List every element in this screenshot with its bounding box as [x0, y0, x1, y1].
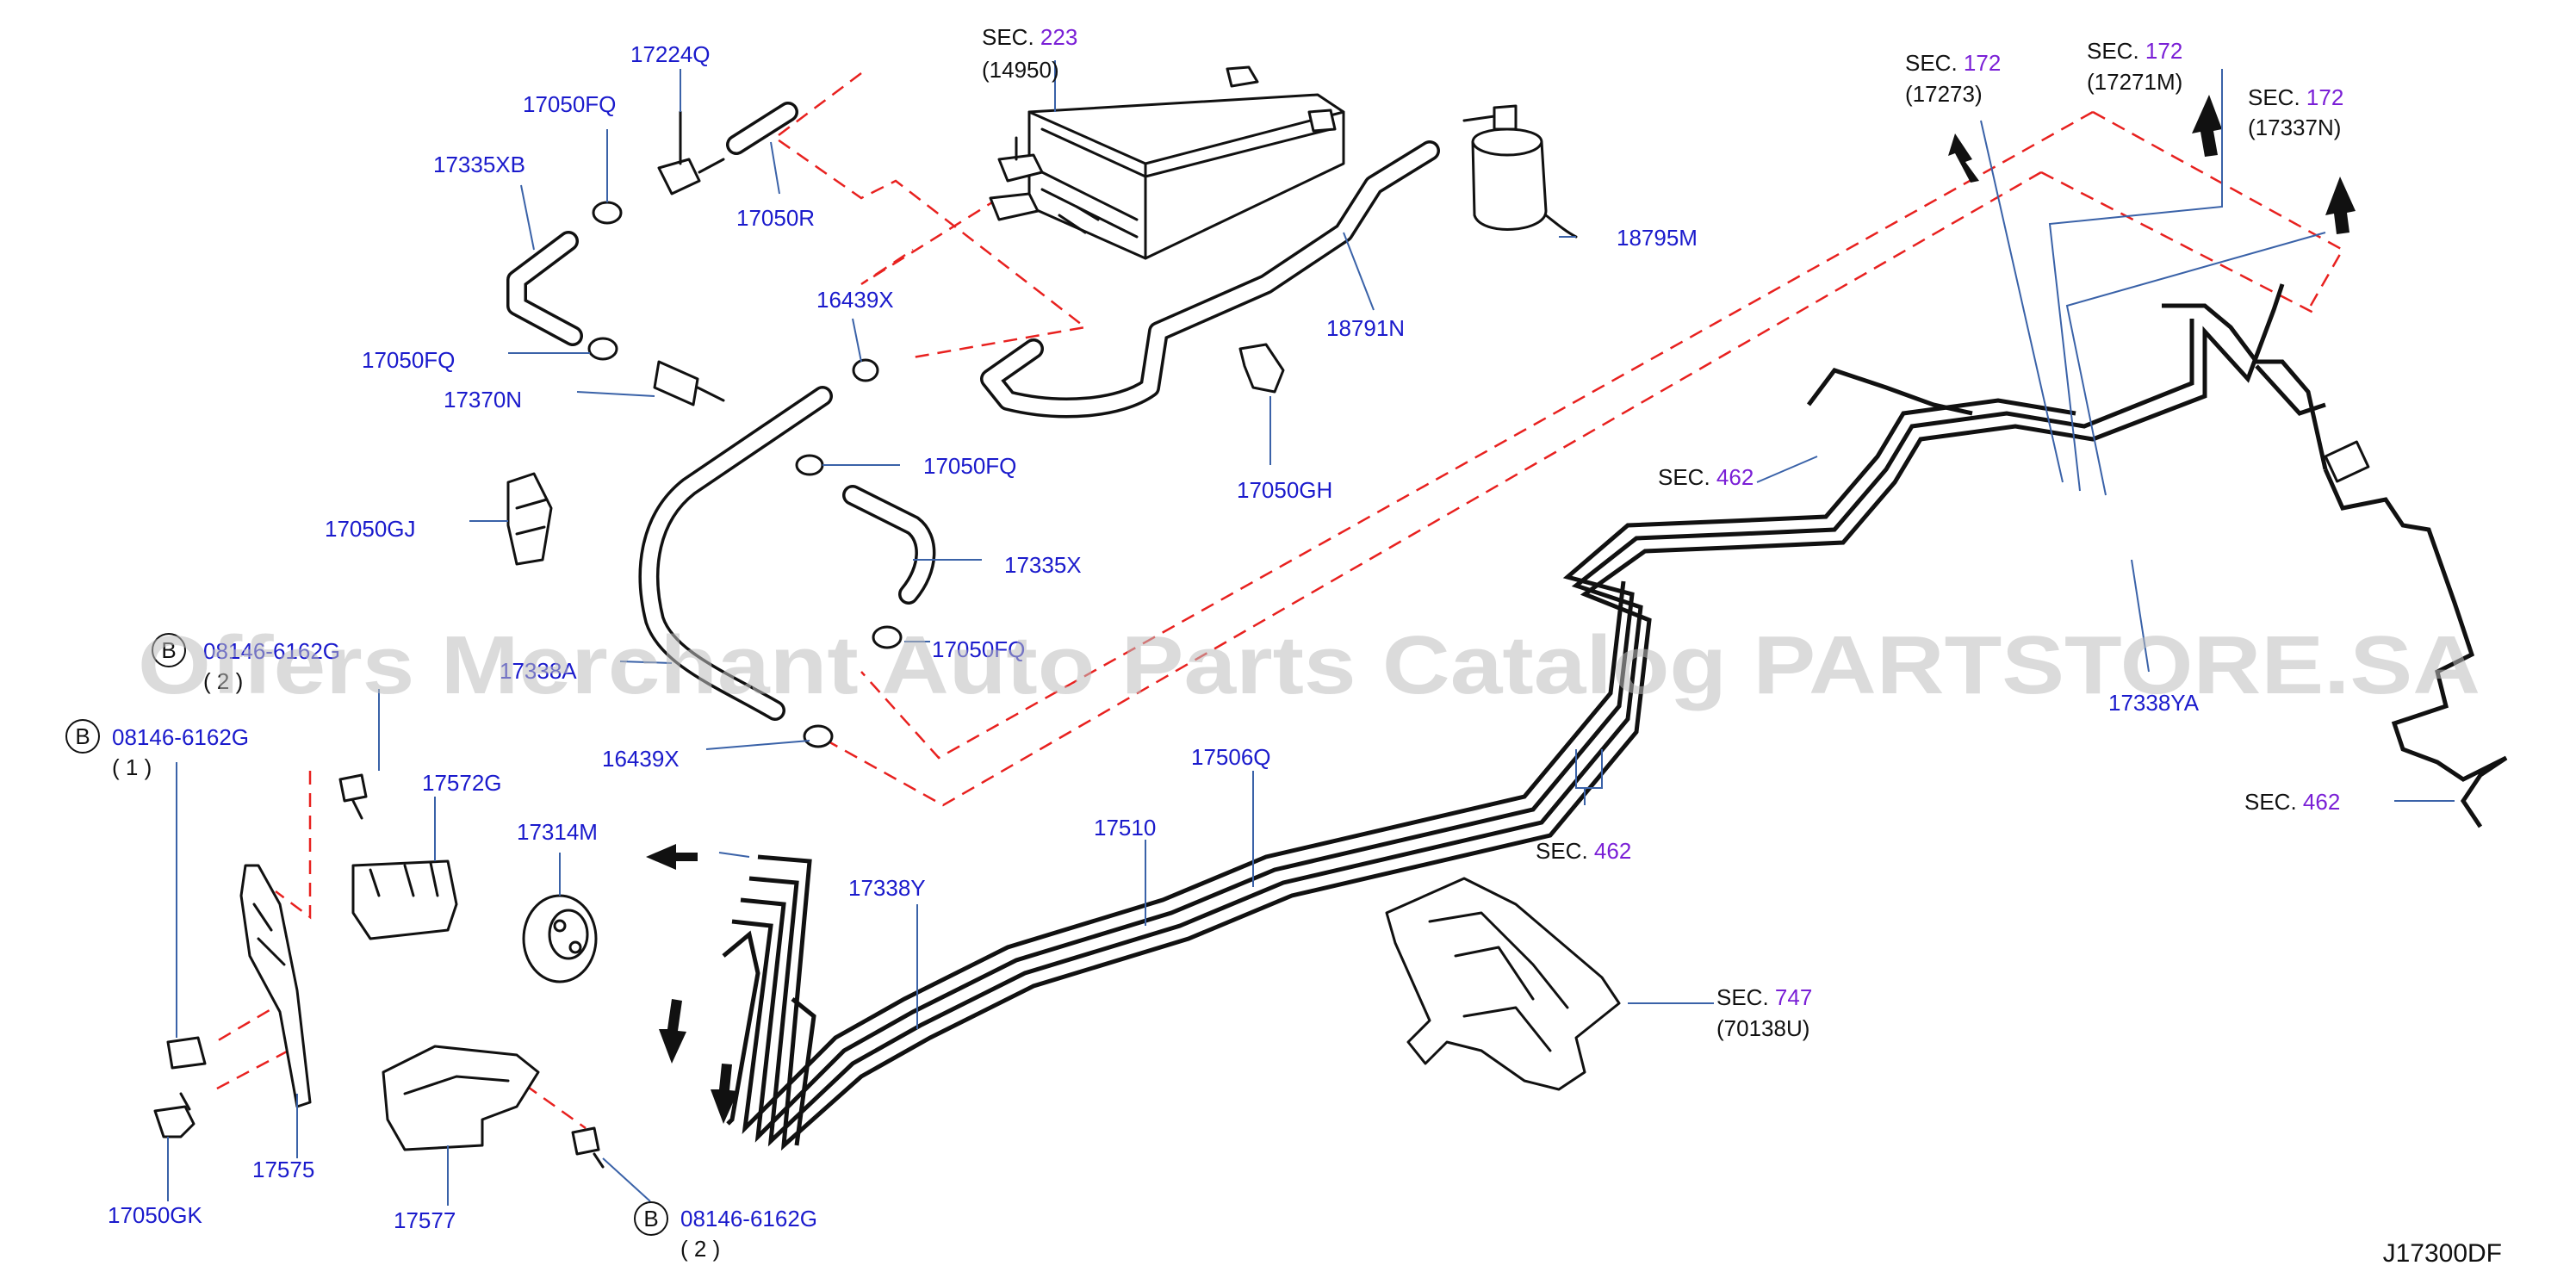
bolt-top: [338, 773, 368, 820]
b-marker-bottom: [634, 1201, 668, 1236]
label-16439X-low: 16439X: [602, 746, 680, 772]
arrow-down-a: [659, 999, 686, 1064]
section-labels: SEC. 223 (14950) SEC. 172 (17273) SEC. 1…: [982, 24, 2343, 1041]
red-dashed-connectors: [214, 72, 2344, 1130]
bolt-markers: B B B: [65, 633, 668, 1236]
label-17506Q: 17506Q: [1191, 744, 1271, 770]
label-17577: 17577: [394, 1207, 456, 1233]
lower-left-small-tubes: [722, 930, 816, 1146]
label-17575: 17575: [252, 1157, 314, 1182]
b-marker-top: [152, 633, 186, 667]
sec223-ref: (14950): [982, 57, 1059, 83]
label-08146-bottom-qty: ( 2 ): [680, 1236, 720, 1262]
bolt-left: [166, 1036, 207, 1070]
arrow-left: [646, 844, 698, 870]
b-marker-left-letter: B: [75, 723, 90, 749]
label-17338YA: 17338YA: [2108, 690, 2200, 716]
clip-17050GK: [153, 1092, 196, 1138]
label-08146-top: 08146-6162G: [203, 638, 340, 664]
arrow-down-b: [711, 1064, 738, 1124]
label-17338A: 17338A: [500, 658, 577, 684]
b-marker-left: [65, 719, 100, 754]
label-17510: 17510: [1094, 815, 1156, 841]
label-17050GJ: 17050GJ: [325, 516, 416, 542]
label-17050GK: 17050GK: [108, 1202, 203, 1228]
evap-canister-drawing: [989, 65, 1345, 260]
label-08146-left-qty: ( 1 ): [112, 754, 152, 780]
label-17050GH: 17050GH: [1237, 477, 1332, 503]
sec172b-ref: (17271M): [2087, 69, 2182, 95]
label-18791N: 18791N: [1326, 315, 1405, 341]
label-17050FQ-top: 17050FQ: [523, 91, 616, 117]
label-17050FQ-right: 17050FQ: [923, 453, 1016, 479]
svg-text:SEC. 172: SEC. 172: [2248, 84, 2343, 110]
svg-text:SEC. 462: SEC. 462: [1658, 464, 1754, 490]
lower-left-brackets: [153, 773, 605, 1169]
sec172a-ref: (17273): [1905, 81, 1983, 107]
svg-text:SEC. 223: SEC. 223: [982, 24, 1077, 50]
part-number-labels: 17224Q 17050FQ 17335XB 17050R 16439X 170…: [108, 41, 2200, 1262]
label-08146-bottom: 08146-6162G: [680, 1206, 817, 1231]
svg-text:SEC. 172: SEC. 172: [1905, 50, 2001, 76]
label-08146-left: 08146-6162G: [112, 724, 249, 750]
label-17050R: 17050R: [736, 205, 815, 231]
upper-hoses: [506, 102, 1440, 721]
fuel-tube-bundle: [731, 283, 2508, 1151]
watermark: Offers Merchant Auto Parts Catalog PARTS…: [138, 619, 2480, 711]
svg-text:SEC. 462: SEC. 462: [2244, 789, 2340, 815]
undercover-bracket-sec747: [1385, 877, 1621, 1091]
label-17224Q: 17224Q: [630, 41, 711, 67]
label-17335X: 17335X: [1004, 552, 1082, 578]
arrow-sec172-c: [2325, 177, 2356, 234]
label-17572G: 17572G: [422, 770, 502, 796]
leader-lines: [167, 60, 2455, 1206]
label-17370N: 17370N: [444, 387, 522, 413]
label-16439X-top: 16439X: [816, 287, 894, 313]
label-18795M: 18795M: [1617, 225, 1698, 251]
label-17050FQ-mid: 17050FQ: [362, 347, 455, 373]
arrow-sec172-b: [2192, 95, 2222, 157]
label-17335XB: 17335XB: [433, 152, 525, 177]
direction-arrows: [646, 95, 2356, 1124]
sec747-ref: (70138U): [1716, 1015, 1809, 1041]
svg-text:SEC. 462: SEC. 462: [1536, 838, 1631, 864]
label-17050FQ-low: 17050FQ: [932, 636, 1025, 662]
clamps-and-fittings: [506, 104, 1578, 748]
sec172c-ref: (17337N): [2248, 115, 2341, 140]
b-marker-bottom-letter: B: [643, 1206, 658, 1231]
b-marker-top-letter: B: [161, 637, 176, 663]
label-08146-top-qty: ( 2 ): [203, 668, 243, 694]
bolt-bottom: [571, 1126, 605, 1169]
label-17314M: 17314M: [517, 819, 598, 845]
arrow-sec172-a: [1948, 133, 1979, 183]
diagram-code: J17300DF: [2383, 1239, 2502, 1268]
label-17338Y: 17338Y: [848, 875, 926, 901]
svg-text:SEC. 747: SEC. 747: [1716, 984, 1812, 1010]
svg-text:SEC. 172: SEC. 172: [2087, 38, 2182, 64]
